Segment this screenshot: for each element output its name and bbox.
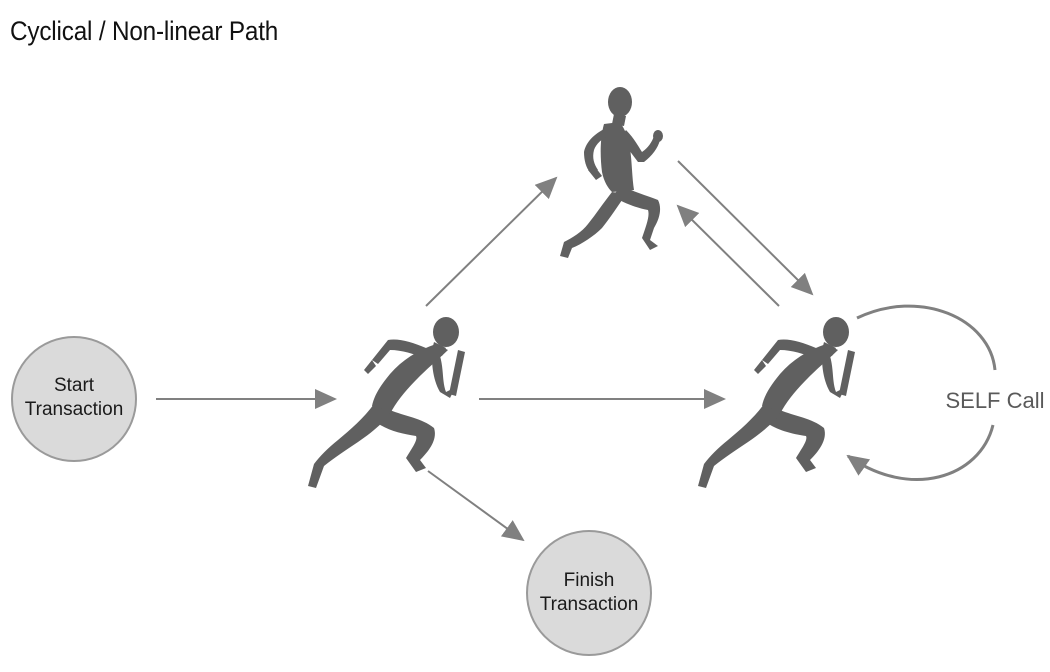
arrow-runner-top-to-runner-right [677, 160, 814, 296]
self-call-label: SELF Call [945, 388, 1044, 413]
runner-icon [560, 87, 663, 258]
arrow-runner-right-to-runner-top [676, 204, 780, 307]
arrow-runner-left-to-runner-top [425, 176, 558, 307]
finish-transaction-node: Finish Transaction [526, 530, 652, 656]
page-title: Cyclical / Non-linear Path [10, 16, 279, 46]
start-node-line2: Transaction [25, 399, 124, 420]
arrow-runner-left-to-finish [427, 470, 525, 542]
runner-with-baton-icon [308, 317, 465, 488]
runner-with-baton-icon [698, 317, 855, 488]
finish-node-line1: Finish [564, 570, 615, 591]
self-call-loop: SELF Call [846, 304, 1045, 481]
finish-node-line2: Transaction [540, 594, 639, 615]
start-transaction-node: Start Transaction [11, 336, 137, 462]
start-node-line1: Start [54, 375, 95, 396]
